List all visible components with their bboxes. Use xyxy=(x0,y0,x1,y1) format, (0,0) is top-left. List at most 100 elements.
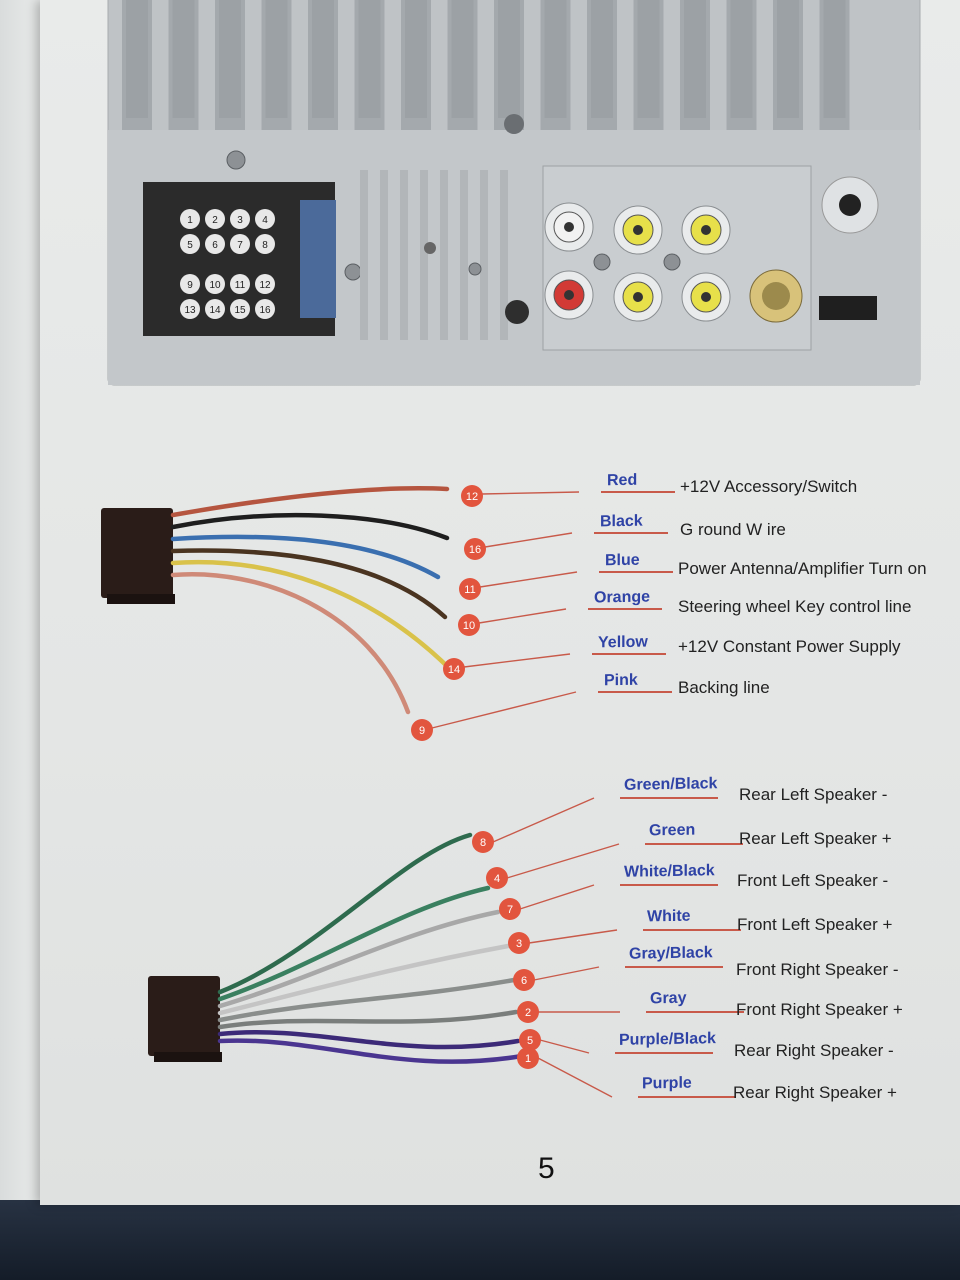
power-wire-color-label: Yellow xyxy=(598,633,648,652)
speaker-wire xyxy=(217,1009,519,1030)
speaker-wire xyxy=(217,977,517,1023)
vent-slot xyxy=(500,170,508,340)
connector-pin-number: 15 xyxy=(234,305,246,316)
connector-pin xyxy=(205,209,225,229)
connector-pin xyxy=(205,299,225,319)
speaker-wire-function: Front Right Speaker + xyxy=(736,1000,903,1019)
heatsink-fin-inner xyxy=(172,0,195,118)
pin-badge-number: 6 xyxy=(521,975,527,987)
connector-pin xyxy=(230,234,250,254)
head-unit-rear xyxy=(107,0,921,386)
leader-line xyxy=(492,797,595,843)
leader-line xyxy=(519,884,595,910)
connector-pin-number: 11 xyxy=(235,280,246,291)
heatsink-fin-inner xyxy=(451,0,474,118)
pin-badge-number: 12 xyxy=(466,491,478,503)
power-wire-color-label: Pink xyxy=(604,671,638,690)
leader-line xyxy=(539,1039,590,1054)
connector-pin-number: 16 xyxy=(259,305,271,316)
leader-line xyxy=(431,691,577,729)
connector-pin-number: 9 xyxy=(187,280,193,291)
heatsink-fin-inner xyxy=(544,0,567,118)
pin-badge-number: 3 xyxy=(516,938,522,950)
pin-badge-number: 16 xyxy=(469,544,481,556)
heatsink-fin-inner xyxy=(405,0,427,118)
heatsink-fin-inner xyxy=(219,0,241,118)
pin-badge-number: 4 xyxy=(494,873,500,885)
speaker-wire-color-label: Gray xyxy=(650,989,687,1008)
connector-pin-number: 12 xyxy=(259,280,271,291)
connector-pin xyxy=(180,274,200,294)
leader-line xyxy=(478,608,567,624)
connector-pin-number: 4 xyxy=(262,215,268,226)
speaker-wire-color-label: Green xyxy=(649,821,696,840)
label-underline xyxy=(599,571,673,573)
label-underline xyxy=(646,1011,744,1013)
rca-yellow-center xyxy=(701,292,711,302)
vent-slot xyxy=(360,170,368,340)
power-wire-function: Power Antenna/Amplifier Turn on xyxy=(678,559,927,578)
antenna-jack-inner xyxy=(762,282,790,310)
speaker-wire-function: Rear Right Speaker - xyxy=(734,1041,894,1060)
label-underline xyxy=(638,1096,736,1098)
rca-yellow-center xyxy=(633,292,643,302)
connector-pin xyxy=(180,234,200,254)
leader-line xyxy=(479,571,578,588)
power-wire xyxy=(170,572,411,715)
speaker-wire xyxy=(217,909,501,1009)
label-underline xyxy=(615,1052,713,1054)
speaker-wire-color-label: Purple xyxy=(642,1074,692,1093)
power-wire-color-label: Blue xyxy=(605,551,640,570)
rca-yellow-center xyxy=(701,225,711,235)
pin-badge xyxy=(508,932,530,954)
speaker-harness-connector-lip xyxy=(154,1052,222,1062)
pin-badge-number: 14 xyxy=(448,664,460,676)
connector-pin xyxy=(255,209,275,229)
connector-pin-number: 5 xyxy=(187,240,193,251)
heatsink-fin-inner xyxy=(777,0,799,118)
connector-pin xyxy=(180,299,200,319)
power-wire-function: +12V Accessory/Switch xyxy=(680,477,858,496)
connector-pin-number: 3 xyxy=(237,215,243,226)
speaker-wire-function: Rear Right Speaker + xyxy=(733,1083,897,1102)
connector-pin-number: 10 xyxy=(209,280,221,291)
vent-slot xyxy=(380,170,388,340)
heatsink-fin-inner xyxy=(684,0,706,118)
connector-pin-number: 6 xyxy=(212,240,218,251)
heatsink-fin-inner xyxy=(312,0,334,118)
rca-red-center xyxy=(564,290,574,300)
vent-slot xyxy=(440,170,448,340)
connector-pin-number: 7 xyxy=(237,240,243,251)
heatsink-fin-inner xyxy=(730,0,753,118)
pin-badge xyxy=(472,831,494,853)
pin-badge-number: 10 xyxy=(463,620,475,632)
power-wire xyxy=(170,486,450,518)
leader-line xyxy=(481,491,580,495)
pin-badge xyxy=(499,898,521,920)
speaker-wire-color-label: Purple/Black xyxy=(619,1030,716,1049)
connector-pin-number: 1 xyxy=(187,215,193,226)
speaker-wire xyxy=(217,1038,525,1064)
power-wire-function: +12V Constant Power Supply xyxy=(678,637,901,656)
pin-badge xyxy=(517,1047,539,1069)
connector-pin xyxy=(255,299,275,319)
pin-badge xyxy=(461,485,483,507)
leader-line xyxy=(533,966,600,981)
label-underline xyxy=(601,491,675,493)
speaker-wire-function: Front Right Speaker - xyxy=(736,960,899,979)
speaker-wire xyxy=(217,885,491,1002)
speaker-wire-function: Rear Left Speaker + xyxy=(739,829,892,848)
power-wire-function: G round W ire xyxy=(680,520,786,539)
speaker-wire xyxy=(217,832,473,995)
screw xyxy=(663,253,681,271)
connector-pin-number: 8 xyxy=(262,240,268,251)
label-underline xyxy=(592,653,666,655)
connector-pin xyxy=(255,234,275,254)
pin-badge xyxy=(513,969,535,991)
power-wire-color-label: Black xyxy=(600,512,643,531)
screw xyxy=(226,150,246,170)
leader-line xyxy=(506,843,620,879)
connector-pin xyxy=(230,299,250,319)
connector-pin xyxy=(230,274,250,294)
